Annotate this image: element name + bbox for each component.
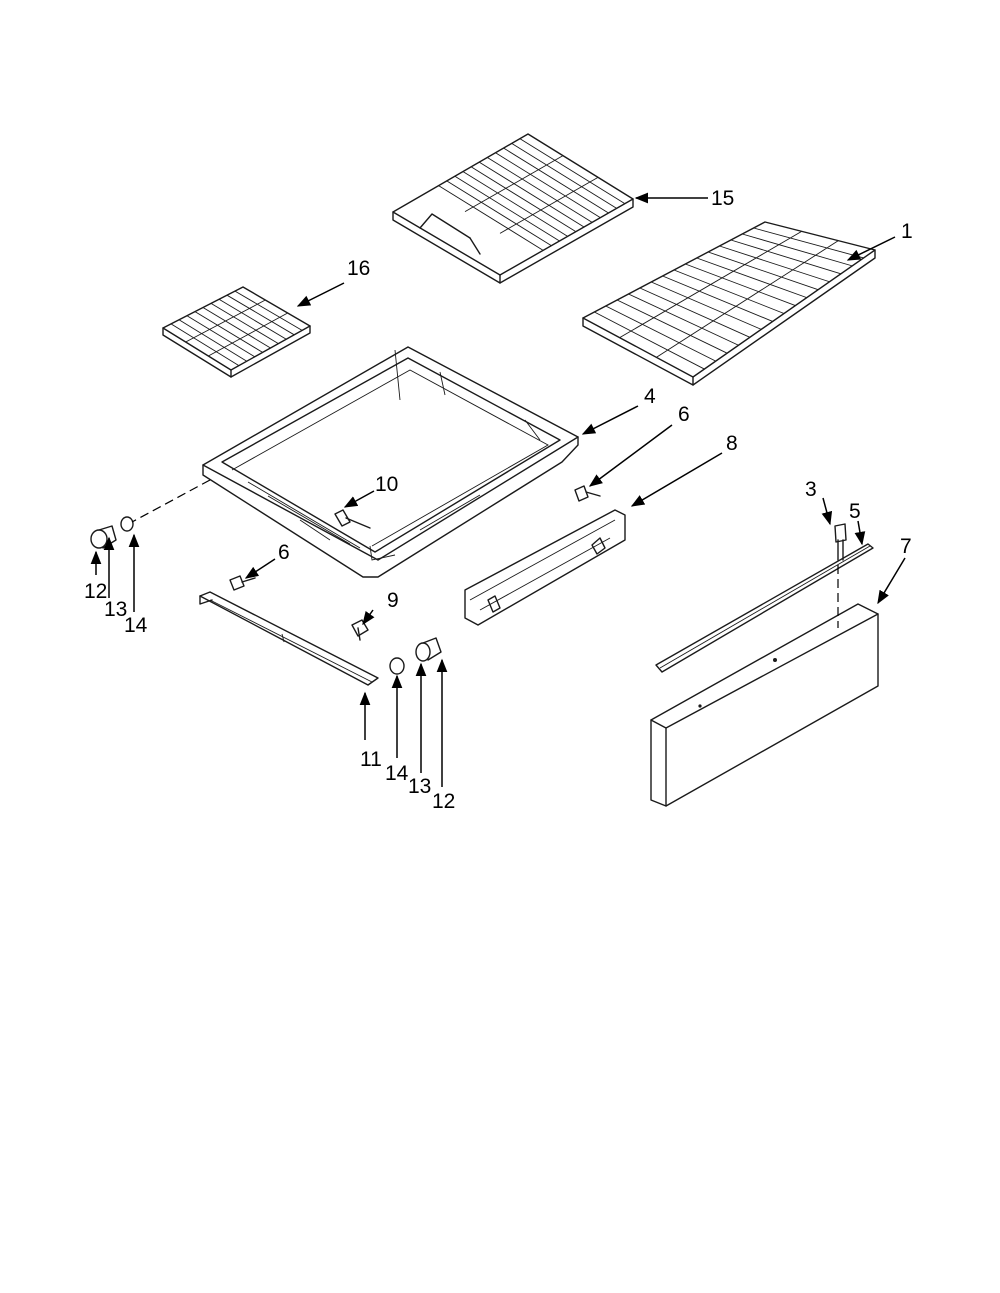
part-10-screw xyxy=(334,509,371,529)
callout-labels: 15 1 16 4 6 8 10 6 9 3 5 7 12 13 14 11 1… xyxy=(84,187,913,813)
callout-14-right: 14 xyxy=(385,762,409,785)
part-15-split-rack xyxy=(392,133,634,284)
callout-16: 16 xyxy=(347,257,370,280)
part-7-drawer-front xyxy=(650,603,879,807)
part-3-screw xyxy=(834,523,847,561)
callout-4: 4 xyxy=(644,385,656,408)
callout-9: 9 xyxy=(387,589,399,612)
callout-11: 11 xyxy=(360,748,382,771)
part-6-screw-left xyxy=(229,575,256,591)
callout-10: 10 xyxy=(375,473,398,496)
callout-12-right: 12 xyxy=(432,790,455,813)
callout-13-right: 13 xyxy=(408,775,431,798)
callout-5: 5 xyxy=(849,500,861,523)
callout-3: 3 xyxy=(805,478,817,501)
callout-14-left: 14 xyxy=(124,614,148,637)
left-roller-cluster xyxy=(90,516,134,549)
callout-6-right: 6 xyxy=(678,403,690,426)
callout-1: 1 xyxy=(901,220,913,243)
leader-arrows xyxy=(90,192,906,787)
part-9-clip xyxy=(351,619,369,641)
part-16-small-rack xyxy=(162,286,311,378)
assembly-lines xyxy=(131,479,839,628)
right-roller-cluster xyxy=(389,637,442,675)
part-5-support-strip xyxy=(655,543,874,673)
part-1-oven-rack xyxy=(582,221,876,386)
part-11-left-slide xyxy=(199,591,379,686)
part-8-right-slide xyxy=(464,509,626,626)
part-4-drawer-pan xyxy=(202,346,579,578)
part-6-screw-right xyxy=(574,485,601,502)
callout-7: 7 xyxy=(900,535,912,558)
callout-12-left: 12 xyxy=(84,580,107,603)
callout-13-left: 13 xyxy=(104,598,127,621)
callout-6-left: 6 xyxy=(278,541,290,564)
callout-15: 15 xyxy=(711,187,734,210)
callout-8: 8 xyxy=(726,432,738,455)
